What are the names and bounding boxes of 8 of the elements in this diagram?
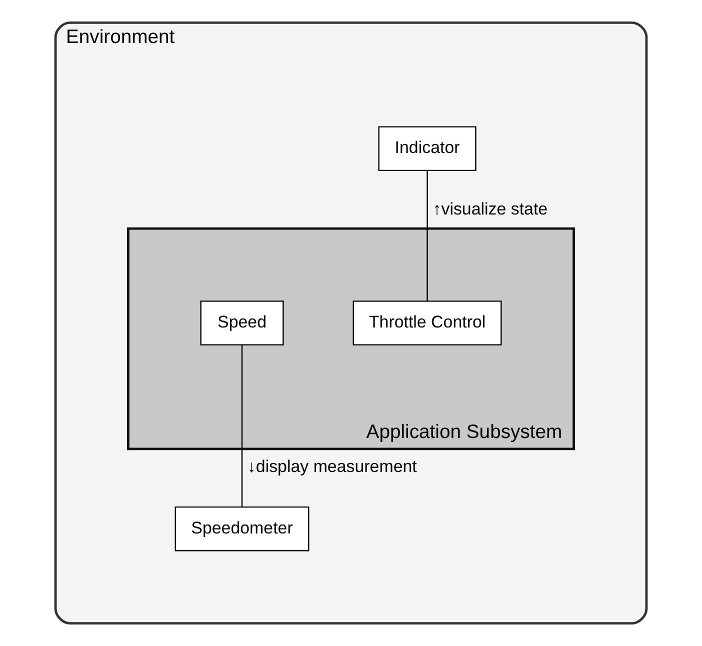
node-box: Speed — [200, 300, 284, 346]
node-box: Speedometer — [174, 506, 310, 552]
connector — [426, 170, 428, 301]
connector — [241, 344, 243, 507]
edge-label: ↑visualize state — [432, 199, 548, 218]
node-box: Indicator — [378, 126, 476, 172]
edge-label: ↓display measurement — [247, 457, 417, 476]
node-box: Throttle Control — [352, 300, 502, 346]
